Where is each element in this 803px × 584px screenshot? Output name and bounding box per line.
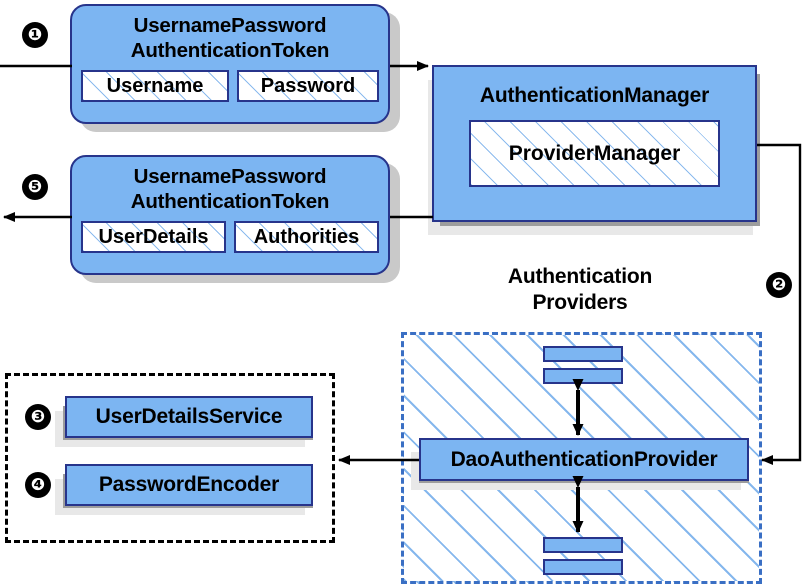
dao-authentication-provider-box[interactable]: DaoAuthenticationProvider (419, 438, 749, 481)
response-token-field-authorities[interactable]: Authorities (234, 221, 379, 253)
authentication-providers-label-line2: Providers (532, 291, 628, 314)
support-services-region (5, 373, 335, 543)
connector-manager-to-provider (757, 143, 802, 465)
request-token-title-line2: AuthenticationToken (130, 39, 330, 62)
request-token-title: UsernamePassword AuthenticationToken (131, 13, 330, 63)
step-badge-3: ❸ (25, 404, 51, 430)
response-token-field-userdetails[interactable]: UserDetails (81, 221, 226, 253)
step-badge-1: ❶ (22, 22, 48, 48)
collapsed-provider-bar-bottom-2[interactable] (543, 559, 623, 575)
step-badge-4: ❹ (25, 472, 51, 498)
user-details-service-box[interactable]: UserDetailsService (65, 396, 313, 438)
response-token-fields: UserDetails Authorities (81, 221, 379, 253)
step-badge-5: ❺ (22, 174, 48, 200)
request-token-title-line1: UsernamePassword (133, 14, 327, 37)
response-token-title-line1: UsernamePassword (133, 165, 327, 188)
request-token-box[interactable]: UsernamePassword AuthenticationToken Use… (70, 4, 390, 124)
password-encoder-box[interactable]: PasswordEncoder (65, 464, 313, 506)
authentication-manager-title: AuthenticationManager (479, 84, 710, 107)
authentication-providers-label: Authentication Providers (470, 264, 690, 316)
collapsed-provider-bar-top-1[interactable] (543, 346, 623, 362)
request-token-field-password[interactable]: Password (237, 70, 379, 102)
response-token-box[interactable]: UsernamePassword AuthenticationToken Use… (70, 155, 390, 275)
collapsed-provider-bar-top-2[interactable] (543, 368, 623, 384)
collapsed-provider-bar-bottom-1[interactable] (543, 537, 623, 553)
authentication-manager-box[interactable]: AuthenticationManager ProviderManager (432, 65, 757, 222)
request-token-field-username[interactable]: Username (81, 70, 229, 102)
authentication-providers-label-line1: Authentication (507, 265, 653, 288)
response-token-title-line2: AuthenticationToken (130, 190, 330, 213)
step-badge-2: ❷ (766, 272, 792, 298)
provider-manager-box[interactable]: ProviderManager (469, 120, 720, 187)
response-token-title: UsernamePassword AuthenticationToken (131, 164, 330, 214)
request-token-fields: Username Password (81, 70, 379, 102)
